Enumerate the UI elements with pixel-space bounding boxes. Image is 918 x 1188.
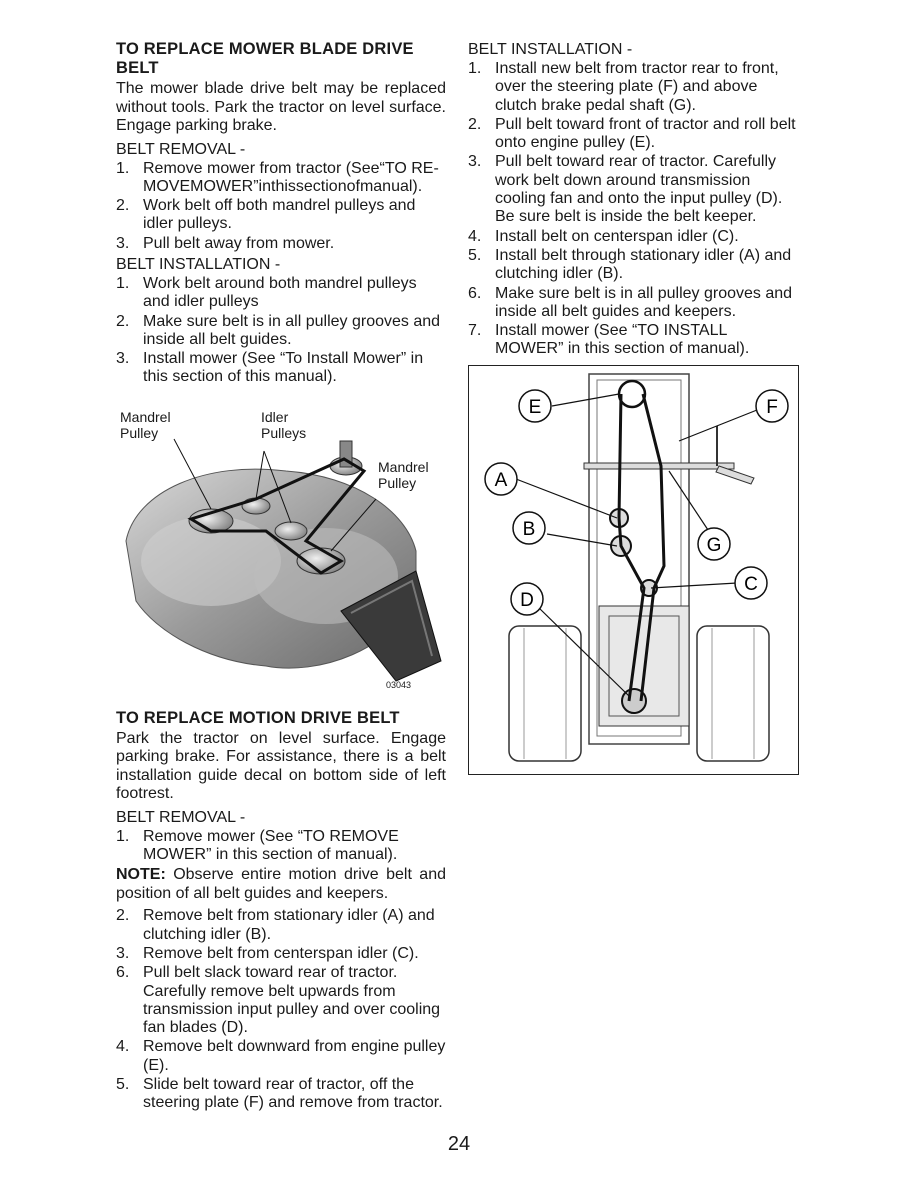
motion-install-title: BELT INSTALLATION - [468, 41, 633, 58]
motion-note: NOTE: Observe entire motion drive belt a… [116, 866, 446, 902]
list-item: 3.Pull belt away from mower. [116, 234, 335, 252]
list-item: 1.Remove mower from tractor (See“TO RE-M… [116, 159, 439, 195]
blade-install-title: BELT INSTALLATION - [116, 255, 281, 273]
list-item: 2.Work belt off both mandrel pulleys and… [116, 197, 416, 233]
mower-deck-illustration [125, 438, 442, 682]
motion-heading: TO REPLACE MOTION DRIVE BELT [116, 708, 400, 727]
idler-pulleys-label: Idler Pulleys [261, 408, 307, 441]
page-number: 24 [447, 1133, 471, 1155]
list-item: 2.Remove belt from stationary idler (A) … [116, 907, 435, 943]
list-item: 3.Install mower (See “To Install Mower” … [116, 350, 424, 386]
callout-g: G [707, 535, 722, 556]
blade-heading: TO REPLACE MOWER BLADE DRIVE BELT [116, 40, 414, 77]
motion-removal-title: BELT REMOVAL - [116, 808, 246, 826]
figure-code: 03043 [386, 679, 412, 690]
list-item: 5.Slide belt toward rear of tractor, off… [116, 1076, 443, 1112]
tractor-belt-figure: E F A G B C D [468, 364, 799, 775]
list-item: 6.Pull belt slack toward rear of tractor… [116, 964, 441, 1037]
list-item: 4.Install belt on centerspan idler (C). [468, 227, 739, 245]
list-item: 4.Remove belt downward from engine pulle… [116, 1038, 446, 1074]
tractor-belt-diagram: E F A G B C D [484, 373, 789, 762]
callout-c: C [744, 574, 758, 595]
list-item: 7.Install mower (See “TO INSTALL MOWER” … [468, 322, 750, 358]
mandrel-pulley-label-right: Mandrel Pulley [378, 458, 429, 491]
list-item: 3.Pull belt toward rear of tractor. Care… [468, 153, 783, 226]
right-column: BELT INSTALLATION - 1.Install new belt f… [468, 40, 799, 775]
blade-intro: The mower blade drive belt may be replac… [116, 80, 446, 134]
callout-d: D [520, 590, 534, 611]
motion-intro: Park the tractor on level surface. Engag… [116, 729, 446, 803]
callout-b: B [523, 519, 536, 540]
motion-install-list: 1.Install new belt from tractor rear to … [468, 60, 799, 359]
list-item: 2.Pull belt toward front of tractor and … [468, 115, 796, 152]
mower-deck-figure: Mandrel Pulley Idler Pulleys Mandrel Pul… [116, 401, 446, 691]
list-item: 5.Install belt through stationary idler … [468, 246, 792, 283]
mandrel-pulley-label-left: Mandrel Pulley [120, 408, 171, 441]
motion-removal-list-2: 2.Remove belt from stationary idler (A) … [116, 907, 446, 1112]
callout-a: A [495, 470, 508, 491]
list-item: 3.Remove belt from centerspan idler (C). [116, 944, 419, 962]
list-item: 1.Work belt around both mandrel pulleys … [116, 274, 417, 311]
blade-removal-list: 1.Remove mower from tractor (See“TO RE-M… [116, 160, 446, 253]
list-item: 1.Remove mower (See “TO REMOVE MOWER” in… [116, 827, 399, 864]
callout-e: E [529, 397, 542, 418]
callout-f: F [766, 397, 778, 418]
blade-install-list: 1.Work belt around both mandrel pulleys … [116, 275, 446, 387]
list-item: 2.Make sure belt is in all pulley groove… [116, 312, 441, 348]
list-item: 6.Make sure belt is in all pulley groove… [468, 284, 793, 320]
left-column: TO REPLACE MOWER BLADE DRIVE BELT The mo… [116, 40, 446, 1115]
blade-removal-title: BELT REMOVAL - [116, 140, 246, 158]
motion-removal-list-1: 1.Remove mower (See “TO REMOVE MOWER” in… [116, 828, 446, 865]
list-item: 1.Install new belt from tractor rear to … [468, 60, 779, 114]
